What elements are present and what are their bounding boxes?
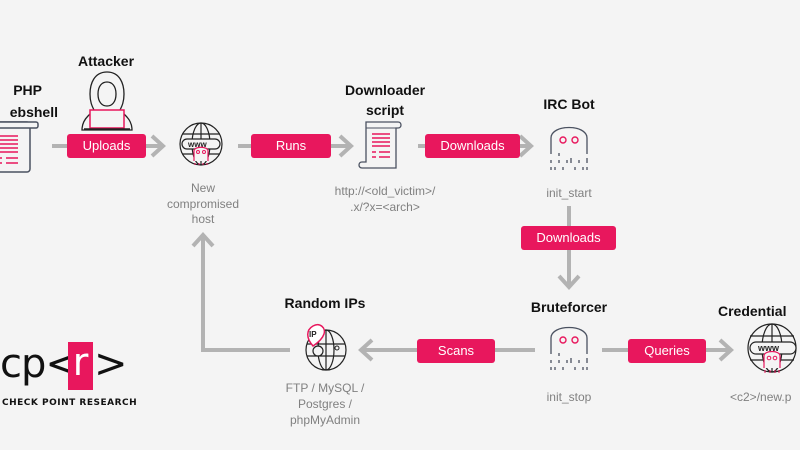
arrowhead	[718, 338, 734, 362]
runs-label: Runs	[251, 134, 331, 158]
randomips-caption-2: Postgres /	[297, 397, 353, 411]
logo-r-block: r	[68, 342, 93, 390]
ghost-bot-icon	[550, 326, 588, 370]
queries-label: Queries	[628, 339, 706, 363]
downloader-caption-2: .x/?x=<arch>	[350, 200, 420, 214]
bruteforcer-caption: init_stop	[546, 390, 592, 404]
hooded-hacker-icon	[81, 71, 133, 131]
globe-www-ghost-icon: www	[747, 323, 797, 373]
logo-cp-text: cp<	[0, 341, 79, 387]
uploads-label: Uploads	[67, 134, 146, 158]
credential-caption: <c2>/new.p	[730, 390, 792, 404]
arrowhead	[150, 134, 166, 158]
scans-label: Scans	[417, 339, 495, 363]
host-caption-1: New	[190, 181, 215, 195]
logo-subtitle: CHECK POINT RESEARCH	[2, 398, 138, 408]
www-text: www	[757, 343, 780, 353]
document-icon	[0, 121, 39, 173]
ghost-bot-icon	[550, 126, 588, 170]
arrowhead	[191, 232, 215, 248]
attacker-title: Attacker	[77, 53, 135, 69]
ircbot-title: IRC Bot	[543, 96, 595, 112]
randomips-caption-3: phpMyAdmin	[289, 413, 361, 427]
logo-gt-text: >	[94, 341, 128, 387]
downloader-title-1: Downloader	[344, 82, 426, 98]
host-caption-3: host	[191, 212, 215, 226]
downloader-caption-1: http://<old_victim>/	[334, 184, 436, 198]
host-caption-2: compromised	[166, 197, 240, 211]
ip-text: IP	[309, 330, 317, 339]
webshell-title-2: ebshell	[9, 104, 58, 120]
randomips-title: Random IPs	[284, 295, 366, 311]
scroll-document-icon	[358, 121, 402, 169]
arrowhead	[338, 134, 354, 158]
credential-title: Credential	[718, 303, 787, 319]
downloader-title-2: script	[365, 102, 405, 118]
webshell-title-1: PHP	[13, 82, 42, 98]
arrowhead	[518, 134, 534, 158]
www-text: www	[187, 140, 207, 149]
globe-www-ghost-icon: www	[179, 122, 223, 166]
downloads-label-2: Downloads	[521, 226, 616, 250]
randomips-caption-1: FTP / MySQL /	[285, 381, 365, 395]
ircbot-caption: init_start	[546, 186, 592, 200]
arrowhead	[557, 274, 581, 290]
edge-randomips-host	[201, 236, 290, 352]
downloads-label-1: Downloads	[425, 134, 520, 158]
globe-ip-pin-icon: IP	[305, 323, 347, 371]
arrowhead	[358, 338, 374, 362]
bruteforcer-title: Bruteforcer	[530, 299, 608, 315]
